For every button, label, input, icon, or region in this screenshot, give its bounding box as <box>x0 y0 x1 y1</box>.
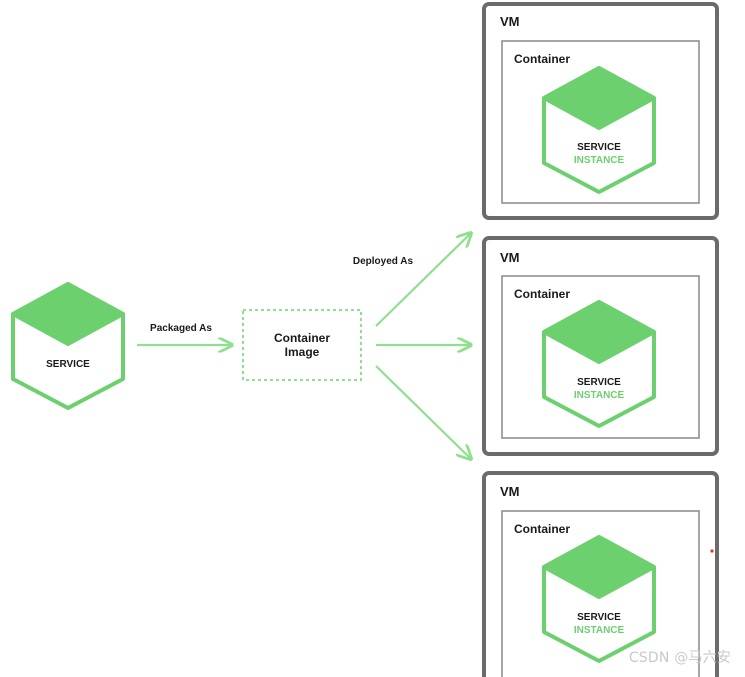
service-label: SERVICE <box>46 359 90 370</box>
service-instance-hexagon-icon <box>542 535 656 663</box>
vm-title: VM <box>500 484 520 499</box>
service-instance-line2: INSTANCE <box>574 390 625 401</box>
container-image-box <box>242 309 362 381</box>
vm-title: VM <box>500 250 520 265</box>
container-label: Container <box>514 52 570 66</box>
vm-title: VM <box>500 14 520 29</box>
container-label: Container <box>514 522 570 536</box>
red-dot-marker <box>710 549 714 553</box>
container-box <box>501 275 700 439</box>
vm-box-1: VM Container SERVICE INSTANCE <box>482 2 719 220</box>
container-image-label-line2: Image <box>285 345 320 359</box>
service-hexagon-icon <box>11 282 125 410</box>
container-label: Container <box>514 287 570 301</box>
container-box <box>501 510 700 677</box>
deployed-as-label: Deployed As <box>353 256 414 267</box>
deploy-arrow-top <box>375 233 471 327</box>
watermark: CSDN @马六安 <box>628 650 731 666</box>
service-instance-line2: INSTANCE <box>574 155 625 166</box>
vm-box-3: VM Container SERVICE INSTANCE <box>482 471 719 677</box>
container-box <box>501 40 700 204</box>
service-instance-line1: SERVICE <box>577 142 621 153</box>
service-instance-line1: SERVICE <box>577 612 621 623</box>
container-image-label-line1: Container <box>274 331 330 345</box>
service-instance-line1: SERVICE <box>577 377 621 388</box>
service-instance-hexagon-icon <box>542 66 656 194</box>
service-instance-hexagon-icon <box>542 300 656 428</box>
packaged-as-label: Packaged As <box>150 323 212 334</box>
service-instance-line2: INSTANCE <box>574 625 625 636</box>
deploy-arrow-bottom <box>375 365 471 459</box>
vm-box-2: VM Container SERVICE INSTANCE <box>482 236 719 456</box>
